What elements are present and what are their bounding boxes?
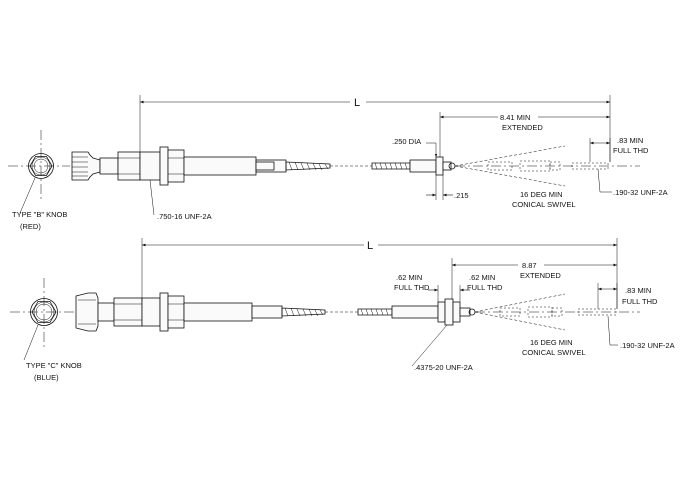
travel-a-sub: EXTENDED <box>502 123 543 132</box>
end-thread-a-label: .190-32 UNF-2A <box>613 188 668 197</box>
knob-b-label: TYPE "B" KNOB <box>12 210 67 219</box>
angle-b-label: 16 DEG MIN <box>530 338 573 347</box>
thread-len-a-label: .83 MIN <box>617 136 643 145</box>
diagram-a: TYPE "B" KNOB (RED) .750-16 U <box>8 94 668 231</box>
knob-c-side-view <box>75 292 143 332</box>
angle-b-sub: CONICAL SWIVEL <box>522 348 586 357</box>
end-thread-b-label: .190-32 UNF-2A <box>620 341 675 350</box>
angle-a-sub: CONICAL SWIVEL <box>512 200 576 209</box>
knob-b-side-view <box>71 151 141 181</box>
offset-a-label: .215 <box>454 191 469 200</box>
knob-c-color: (BLUE) <box>34 373 59 382</box>
right-thd-b-label: .62 MIN <box>469 273 495 282</box>
conduit-spiral-a <box>285 161 331 171</box>
right-thd-b-sub: FULL THD <box>467 283 503 292</box>
thread-len-b-sub: FULL THD <box>622 297 658 306</box>
travel-b-label: 8.87 <box>522 261 537 270</box>
left-thd-b-label: .62 MIN <box>396 273 422 282</box>
thread-len-b-label: .83 MIN <box>625 286 651 295</box>
rod-end-a <box>371 156 456 176</box>
thread-len-a-sub: FULL THD <box>613 146 649 155</box>
mount-thread-leader-a <box>149 179 155 216</box>
swivel-cone-b <box>474 293 640 331</box>
knob-c-label: TYPE "C" KNOB <box>26 361 82 370</box>
rod-dia-a-label: .250 DIA <box>392 137 421 146</box>
dim-l-b-label: L <box>367 240 373 252</box>
knob-c-end-view <box>10 278 74 361</box>
mount-thread-label-a: .750-16 UNF-2A <box>157 212 212 221</box>
angle-a-label: 16 DEG MIN <box>520 190 563 199</box>
mount-housing-b <box>141 292 283 332</box>
knob-b-end-view <box>8 130 70 214</box>
mount-housing-a <box>139 146 287 186</box>
travel-b-sub: EXTENDED <box>520 271 561 280</box>
knob-b-color: (RED) <box>20 222 41 231</box>
dim-l-a-label: L <box>354 97 360 109</box>
mid-thread-b-label: .4375-20 UNF-2A <box>414 363 473 372</box>
swivel-cone-a <box>454 145 640 187</box>
travel-a-label: 8.41 MIN <box>500 113 530 122</box>
rod-end-b <box>357 298 476 326</box>
diagram-b: TYPE "C" KNOB (BLUE) <box>10 238 675 382</box>
conduit-spiral-b <box>281 307 326 317</box>
left-thd-b-sub: FULL THD <box>394 283 430 292</box>
